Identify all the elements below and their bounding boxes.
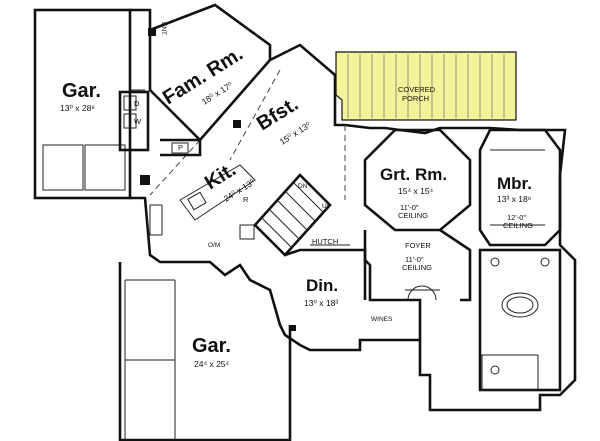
- porch-hatching: [347, 54, 505, 118]
- master-ceiling-label: CEILING: [503, 221, 533, 230]
- wines-label: WINES: [371, 316, 393, 323]
- foyer-name: FOYER: [405, 241, 431, 250]
- washer-label: W: [134, 117, 142, 126]
- house-outline: [118, 3, 577, 441]
- master-bath: [478, 248, 562, 392]
- foyer-ceiling-label: CEILING: [402, 263, 432, 272]
- master-ceiling-height: 12'-0": [507, 213, 526, 222]
- family-room-walls: [148, 28, 271, 196]
- garage-bottom-dims: 24⁴ x 25⁴: [194, 359, 230, 369]
- pantry-label: P: [178, 143, 183, 152]
- laundry-area: [118, 90, 150, 185]
- hutch-label: HUTCH: [312, 237, 338, 246]
- garage-bottom-name: Gar.: [192, 335, 231, 357]
- great-room-ceiling-height: 11'-0": [400, 203, 419, 212]
- ovens-label: O/M: [208, 242, 220, 249]
- refrigerator-label: R: [243, 195, 249, 204]
- dining-dims: 13⁰ x 18³: [304, 298, 338, 308]
- garage-top: [33, 8, 145, 200]
- stair-down-label: DN: [298, 183, 308, 190]
- covered-porch-area: [335, 51, 517, 121]
- master-bedroom-walls: [478, 128, 562, 247]
- entry-label: ENT.: [160, 22, 167, 36]
- great-room-ceiling-label: CEILING: [398, 211, 428, 220]
- garage-top-dims: 13⁰ x 28⁸: [60, 103, 95, 113]
- master-bedroom-dims: 13³ x 18⁶: [497, 194, 531, 204]
- garage-bottom: [124, 279, 296, 440]
- foyer-ceiling-height: 11'-0": [405, 255, 424, 264]
- dryer-label: D: [134, 99, 140, 108]
- staircase: [253, 173, 332, 257]
- master-bedroom-name: Mbr.: [497, 174, 532, 193]
- great-room-name: Grt. Rm.: [380, 165, 447, 184]
- dining-room-walls: [284, 244, 367, 300]
- stair-up-label: UP: [322, 203, 331, 210]
- dining-name: Din.: [306, 276, 338, 295]
- kitchen-walls: [149, 69, 281, 240]
- porch-label-line1: COVERED: [398, 85, 436, 94]
- great-room-dims: 15⁴ x 15⁴: [398, 186, 434, 196]
- garage-top-name: Gar.: [62, 80, 101, 102]
- porch-label-line2: PORCH: [402, 94, 429, 103]
